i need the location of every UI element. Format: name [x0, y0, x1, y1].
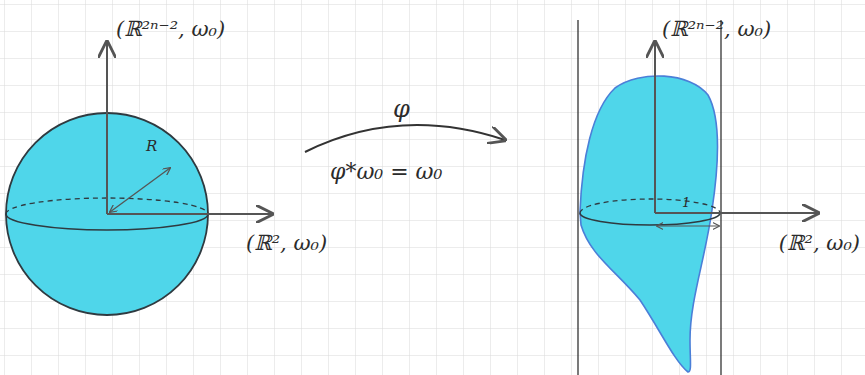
image-blob	[580, 76, 718, 372]
width-label: 1	[682, 196, 690, 210]
radius-label: R	[146, 138, 157, 155]
radius-arrow	[110, 168, 170, 212]
axis-label: (ℝ², ω₀)	[246, 232, 327, 255]
axis-label: (ℝ²ⁿ⁻², ω₀)	[116, 18, 225, 41]
equator-back	[580, 199, 720, 213]
vertical-axis	[106, 42, 108, 214]
cylinder-wall	[720, 20, 721, 375]
axis-label: (ℝ²ⁿ⁻², ω₀)	[662, 18, 771, 41]
horizontal-axis	[655, 212, 818, 214]
equator-front	[6, 214, 208, 230]
vertical-axis	[654, 42, 656, 213]
map-label: φ*ω₀ = ω₀	[330, 160, 442, 184]
cylinder-wall	[577, 20, 578, 375]
map-arrow	[305, 125, 505, 152]
width-arrow	[657, 225, 719, 226]
horizontal-axis	[107, 213, 272, 215]
map-label: φ	[393, 96, 410, 122]
equator-front	[580, 213, 720, 225]
axis-label: (ℝ², ω₀)	[779, 232, 860, 255]
